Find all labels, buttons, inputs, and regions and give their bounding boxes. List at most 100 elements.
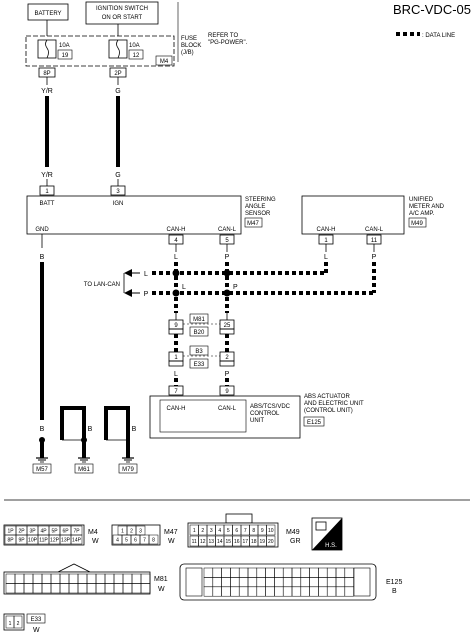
meter-connector: M49 [411, 221, 423, 227]
fuse-block-connector: M4 [160, 59, 169, 65]
ground-wire-3b: B [132, 426, 137, 433]
m4-pin-1p: 1P [7, 529, 14, 535]
m4-pin-2p: 2P [18, 529, 25, 535]
hs-label: H.S. [325, 543, 337, 549]
abs-name-1: ABS ACTUATOR [304, 394, 350, 400]
b20-connector-label: B20 [194, 330, 205, 336]
meter-pin-canh: 1 [324, 238, 328, 244]
m49-pin-14: 14 [217, 539, 223, 545]
sensor-wire-canl: P [225, 254, 230, 261]
m4-pin-10p: 10P [28, 538, 38, 544]
connector-e125: E125 B [179, 563, 402, 601]
meter-name-3: A/C AMP. [409, 211, 435, 217]
m49-pin-5: 5 [227, 528, 230, 534]
e33-pin-1: 1 [9, 621, 12, 627]
fuse-block-label-3: (J/B) [181, 50, 194, 56]
splice-can-h-2 [223, 269, 231, 277]
ground-symbol-m79-icon [122, 457, 134, 463]
ground-wire-2a: B [60, 426, 65, 433]
ground-symbol-m57-icon [36, 457, 48, 463]
m47-pin-2: 2 [130, 529, 133, 535]
ground-circuit: B B B B B M57 [32, 262, 138, 474]
meter-wire-canl: P [372, 254, 377, 261]
b3-pin-can-l: 2 [225, 355, 229, 361]
fuse-12-rating: 10A [129, 43, 140, 49]
fuse-19-element-icon [45, 39, 49, 59]
m49-color: GR [290, 538, 301, 545]
m49-pin-20: 20 [268, 539, 274, 545]
m49-pin-9: 9 [261, 528, 264, 534]
m4-pin-7p: 7P [73, 529, 80, 535]
abs-name-2: AND ELECTRIC UNIT [304, 401, 364, 407]
m49-pin-19: 19 [259, 539, 265, 545]
fuse-pin-2p: 2P [114, 71, 121, 77]
m49-pin-6: 6 [235, 528, 238, 534]
m81-pin-can-h: 9 [174, 323, 178, 329]
m49-pin-13: 13 [208, 539, 214, 545]
m4-pin-12p: 12P [50, 538, 60, 544]
m4-pin-11p: 11P [39, 538, 48, 544]
e33-color: W [33, 627, 40, 634]
sensor-label-batt: BATT [40, 201, 55, 207]
fuse-block-label-2: BLOCK [181, 43, 201, 49]
e33-label: E33 [31, 617, 42, 623]
sensor-wire-gnd: B [40, 254, 45, 261]
connector-e33: 1 2 E33 W [3, 613, 46, 634]
m4-pin-13p: 13P [61, 538, 71, 544]
m4-color: W [92, 538, 99, 545]
abs-name-3: (CONTROL UNIT) [304, 408, 353, 414]
e33-pin-2: 2 [17, 621, 20, 627]
m4-pin-4p: 4P [40, 529, 47, 535]
m49-pin-8: 8 [252, 528, 255, 534]
m49-pin-17: 17 [242, 539, 248, 545]
lan-can-arrow-p-icon [124, 289, 132, 297]
lan-can-arrow-l-icon [124, 269, 132, 277]
abs-box [149, 395, 301, 439]
e125-color: B [392, 588, 397, 595]
m49-pin-4: 4 [218, 528, 221, 534]
b3-pin-can-h: 1 [174, 355, 178, 361]
battery-label: BATTERY [34, 11, 61, 17]
sensor-label-ign: IGN [113, 201, 124, 207]
ground-wire-1: B [40, 426, 45, 433]
m47-pin-6: 6 [134, 538, 137, 544]
fuse-block-label-1: FUSE [181, 36, 197, 42]
wire-g-top: G [115, 88, 120, 95]
fuse-12-element-icon [116, 39, 120, 59]
e125-label: E125 [386, 579, 402, 586]
sensor-wire-batt: Y/R [41, 172, 53, 179]
m47-label: M47 [164, 529, 178, 536]
ground-jumper-m79 [104, 406, 130, 440]
m81-color: W [158, 586, 165, 593]
sensor-pin-canl: 5 [225, 238, 229, 244]
sensor-label-canl: CAN-L [218, 227, 237, 233]
lan-arrow-p-label: P [144, 291, 149, 298]
meter-box [301, 195, 405, 235]
sensor-wire-ign: G [115, 172, 120, 179]
m49-pin-18: 18 [251, 539, 257, 545]
meter-name-2: METER AND [409, 204, 445, 210]
ground-label-m79: M79 [122, 467, 134, 473]
refer-label-2: "PG-POWER". [208, 40, 248, 46]
abs-actuator: 7 9 CAN-H CAN-L ABS/TCS/VDC CONTROL UNIT… [149, 385, 364, 439]
sensor-label-gnd: GND [35, 227, 49, 233]
fuse-pin-8p: 8P [43, 71, 50, 77]
lan-wire-p-low: P [225, 371, 230, 378]
abs-pin-can-h: 7 [174, 389, 178, 395]
m49-pin-7: 7 [244, 528, 247, 534]
sensor-name-2: ANGLE [245, 204, 265, 210]
sensor-wire-canh: L [174, 254, 178, 261]
m47-pin-8: 8 [152, 538, 155, 544]
abs-label-canh: CAN-H [167, 406, 186, 412]
abs-unit-2: CONTROL [250, 411, 280, 417]
meter-name-1: UNIFIED [409, 197, 434, 203]
m47-pin-7: 7 [143, 538, 146, 544]
lan-arrow-l-label: L [144, 271, 148, 278]
ignition-label-2: ON OR START [102, 15, 143, 21]
m49-pin-3: 3 [210, 528, 213, 534]
m49-pin-1: 1 [193, 528, 196, 534]
ignition-switch-box [85, 1, 159, 25]
sensor-connector: M47 [247, 221, 259, 227]
fuse-12-number: 12 [133, 53, 140, 59]
m49-pin-11: 11 [192, 539, 197, 545]
